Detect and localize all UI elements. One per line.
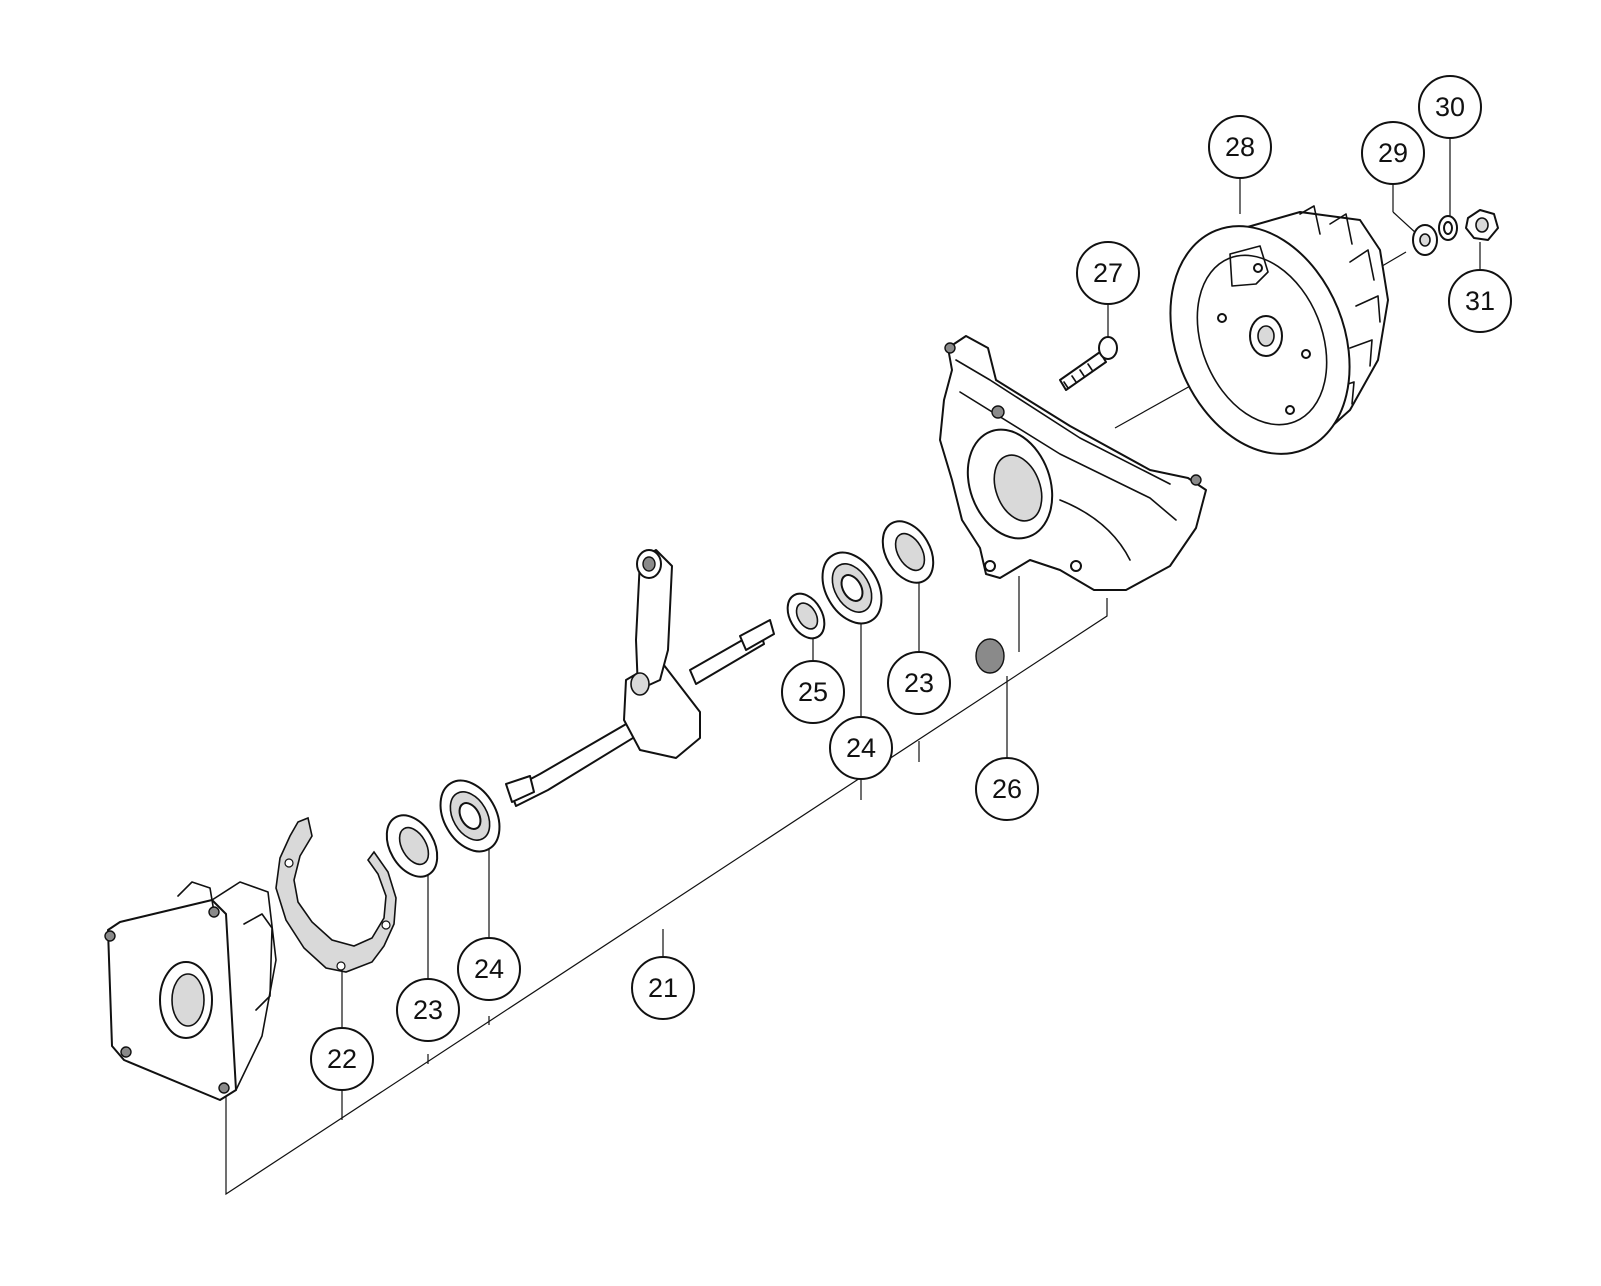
callout-label: 31	[1465, 286, 1495, 316]
assembly-bracket-lines	[225, 576, 1108, 1196]
callout-label: 30	[1435, 92, 1465, 122]
callout-26: 26	[975, 757, 1039, 821]
crankcase-right-half	[939, 335, 1207, 591]
callout-22: 22	[310, 1027, 374, 1091]
callout-30: 30	[1418, 75, 1482, 139]
callout-label: 27	[1093, 258, 1123, 288]
callout-24-right: 24	[829, 716, 893, 780]
callout-29: 29	[1361, 121, 1425, 185]
callout-label: 29	[1378, 138, 1408, 168]
ball-bearing-left	[439, 779, 501, 853]
plug-26	[975, 638, 1005, 674]
bolt-27	[1059, 336, 1118, 391]
callout-27: 27	[1076, 241, 1140, 305]
washer-29	[1412, 224, 1438, 256]
callout-24-left: 24	[457, 937, 521, 1001]
washer-25	[786, 592, 826, 640]
callout-23-right: 23	[887, 651, 951, 715]
callout-28: 28	[1208, 115, 1272, 179]
crankshaft-assembly	[505, 549, 775, 807]
callout-25: 25	[781, 660, 845, 724]
callout-label: 23	[413, 995, 443, 1025]
callout-label: 21	[648, 973, 678, 1003]
oil-seal-right	[881, 520, 935, 584]
callout-label: 23	[904, 668, 934, 698]
crankcase-left-half	[104, 881, 277, 1101]
callout-label: 28	[1225, 132, 1255, 162]
lock-washer-30	[1438, 215, 1458, 241]
callout-label: 22	[327, 1044, 357, 1074]
flywheel-28	[1169, 205, 1389, 455]
ball-bearing-right	[821, 551, 883, 625]
oil-seal-left	[385, 814, 439, 878]
nut-31	[1465, 209, 1499, 241]
callout-31: 31	[1448, 269, 1512, 333]
callout-label: 24	[846, 733, 876, 763]
callout-label: 25	[798, 677, 828, 707]
gasket-part	[275, 816, 397, 973]
callout-label: 24	[474, 954, 504, 984]
callout-23-left: 23	[396, 978, 460, 1042]
callout-21: 21	[631, 956, 695, 1020]
callout-label: 26	[992, 774, 1022, 804]
